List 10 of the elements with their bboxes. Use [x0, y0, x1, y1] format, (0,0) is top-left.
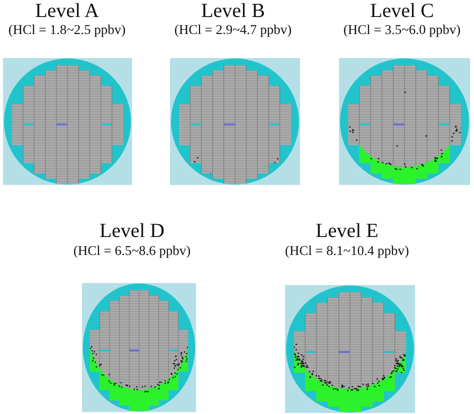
hcl-range-label: (HCl = 2.9~4.7 ppbv) — [174, 22, 292, 37]
hcl-range-label: (HCl = 8.1~10.4 ppbv) — [284, 243, 410, 258]
level-heading: Level B — [201, 0, 265, 22]
hcl-range-label: (HCl = 3.5~6.0 ppbv) — [343, 22, 461, 37]
hcl-range-label: (HCl = 1.8~2.5 ppbv) — [8, 22, 126, 37]
level-heading: Level D — [100, 220, 164, 242]
level-heading: Level C — [370, 0, 434, 22]
level-heading: Level E — [316, 220, 378, 242]
hcl-range-label: (HCl = 6.5~8.6 ppbv) — [73, 243, 191, 258]
level-heading: Level A — [35, 0, 99, 22]
